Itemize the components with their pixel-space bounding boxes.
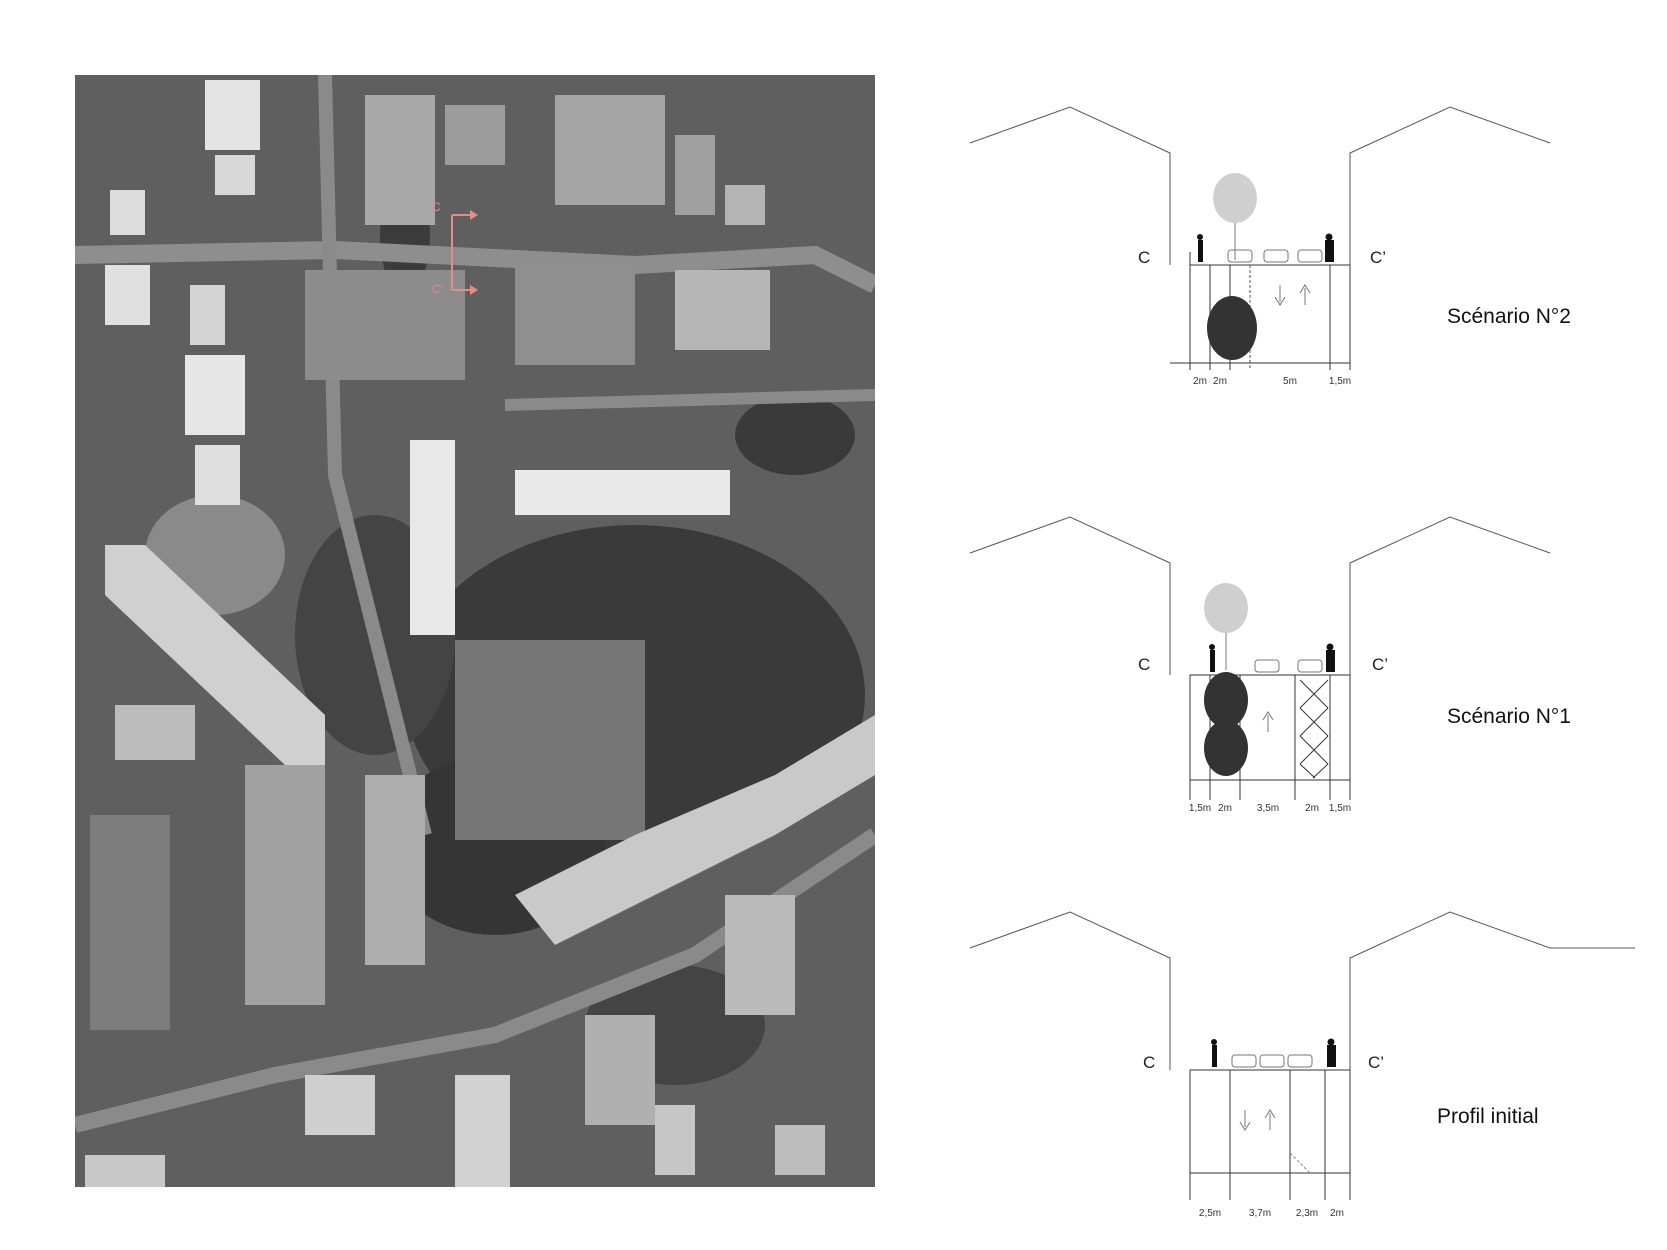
section-2-left-label: C [1138,248,1151,267]
section-2-right-label: C’ [1370,248,1387,267]
section-initial-dim-1: 2,5m [1198,1208,1222,1219]
section-initial-right-label: C’ [1368,1053,1385,1072]
map-section-start-label: C [432,200,441,214]
section-1-dim-5: 1,5m [1328,803,1352,814]
section-1-dim-1: 1,5m [1188,803,1212,814]
section-2-dim-4: 1,5m [1328,376,1352,387]
section-profil-initial: C C’ Profil initial 2,5m 3,7m 2,3m 2m [960,905,1640,1245]
section-2-title: Scénario N°2 [1447,305,1571,328]
section-scenario-1: C C’ Scénario N°1 1,5m 2m 3,5m 2m 1,5m [960,510,1640,850]
section-2-dim-2: 2m [1213,376,1227,387]
aerial-photo: C C’ [75,75,875,1187]
section-initial-dim-3: 2,3m [1295,1208,1319,1219]
section-1-dim-2: 2m [1218,803,1232,814]
aerial-map-drawing [75,75,875,1187]
map-section-end-label: C’ [432,282,444,296]
section-initial-dim-4: 2m [1330,1208,1344,1219]
section-profil-initial-drawing [969,911,1635,1200]
section-initial-title: Profil initial [1437,1105,1539,1128]
section-2-dim-3: 5m [1283,376,1297,387]
section-initial-dim-2: 3,7m [1248,1208,1272,1219]
section-scenario-1-drawing [969,516,1551,800]
section-2-dim-1: 2m [1193,376,1207,387]
section-1-right-label: C’ [1372,655,1389,674]
section-1-dim-3: 3,5m [1256,803,1280,814]
section-1-left-label: C [1138,655,1151,674]
section-1-title: Scénario N°1 [1447,705,1571,728]
section-scenario-2-drawing [969,106,1551,370]
section-scenario-2: C C’ Scénario N°2 2m 2m 5m 1,5m [960,100,1640,440]
section-1-dim-4: 2m [1305,803,1319,814]
section-initial-left-label: C [1143,1053,1156,1072]
